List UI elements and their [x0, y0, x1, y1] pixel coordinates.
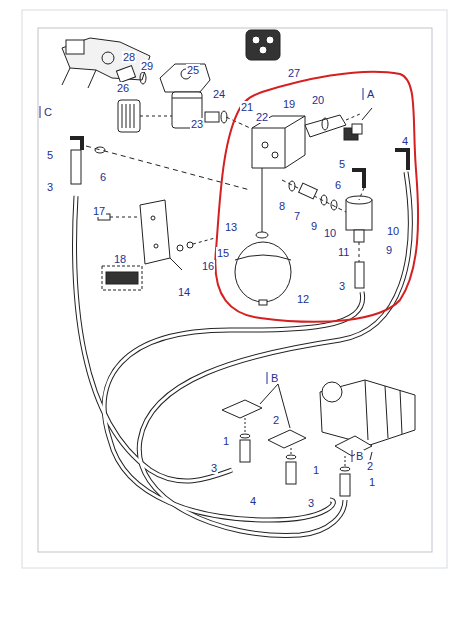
callout-number: 3	[307, 497, 315, 509]
callout-number: 8	[278, 200, 286, 212]
callout-number: 3	[46, 181, 54, 193]
callout-number: 15	[216, 247, 230, 259]
callout-number: 11	[337, 246, 350, 258]
callout-number: 25	[186, 64, 200, 76]
callout-number: 7	[293, 210, 301, 222]
callout-number: 12	[296, 293, 310, 305]
callout-number: 1	[312, 464, 320, 476]
callout-number: 5	[338, 158, 346, 170]
callout-number: 20	[311, 94, 325, 106]
callout-number: 9	[385, 244, 393, 256]
callout-number: 6	[99, 171, 107, 183]
callout-number: 14	[177, 286, 191, 298]
callout-number: 4	[249, 495, 257, 507]
callout-number: 4	[401, 135, 409, 147]
callout-number: 2	[366, 460, 374, 472]
callout-number: 27	[287, 67, 301, 79]
callout-number: B	[270, 372, 279, 384]
callout-number: 23	[190, 118, 204, 130]
callout-number: 24	[212, 88, 226, 100]
callout-number: 9	[310, 220, 318, 232]
callout-number: A	[366, 88, 375, 100]
callout-number: 19	[282, 98, 296, 110]
callout-number: 28	[122, 51, 136, 63]
callout-number: 18	[113, 253, 127, 265]
callout-number: 13	[224, 221, 238, 233]
callout-number: 3	[210, 462, 218, 474]
callout-number: 16	[201, 260, 215, 272]
callout-number: 10	[323, 227, 337, 239]
callout-number: 5	[46, 149, 54, 161]
callout-number: 6	[334, 179, 342, 191]
callout-number: 1	[222, 435, 230, 447]
callout-number: B	[355, 450, 364, 462]
callout-number: 21	[240, 101, 254, 113]
callout-number: C	[43, 106, 53, 118]
callout-number: 2	[272, 414, 280, 426]
callout-number: 3	[338, 280, 346, 292]
callout-number: 26	[116, 82, 130, 94]
callout-number: 22	[255, 111, 269, 123]
callout-number: 17	[92, 205, 106, 217]
callout-number: 29	[140, 60, 154, 72]
callout-number: 1	[368, 476, 376, 488]
callout-number: 10	[386, 225, 400, 237]
